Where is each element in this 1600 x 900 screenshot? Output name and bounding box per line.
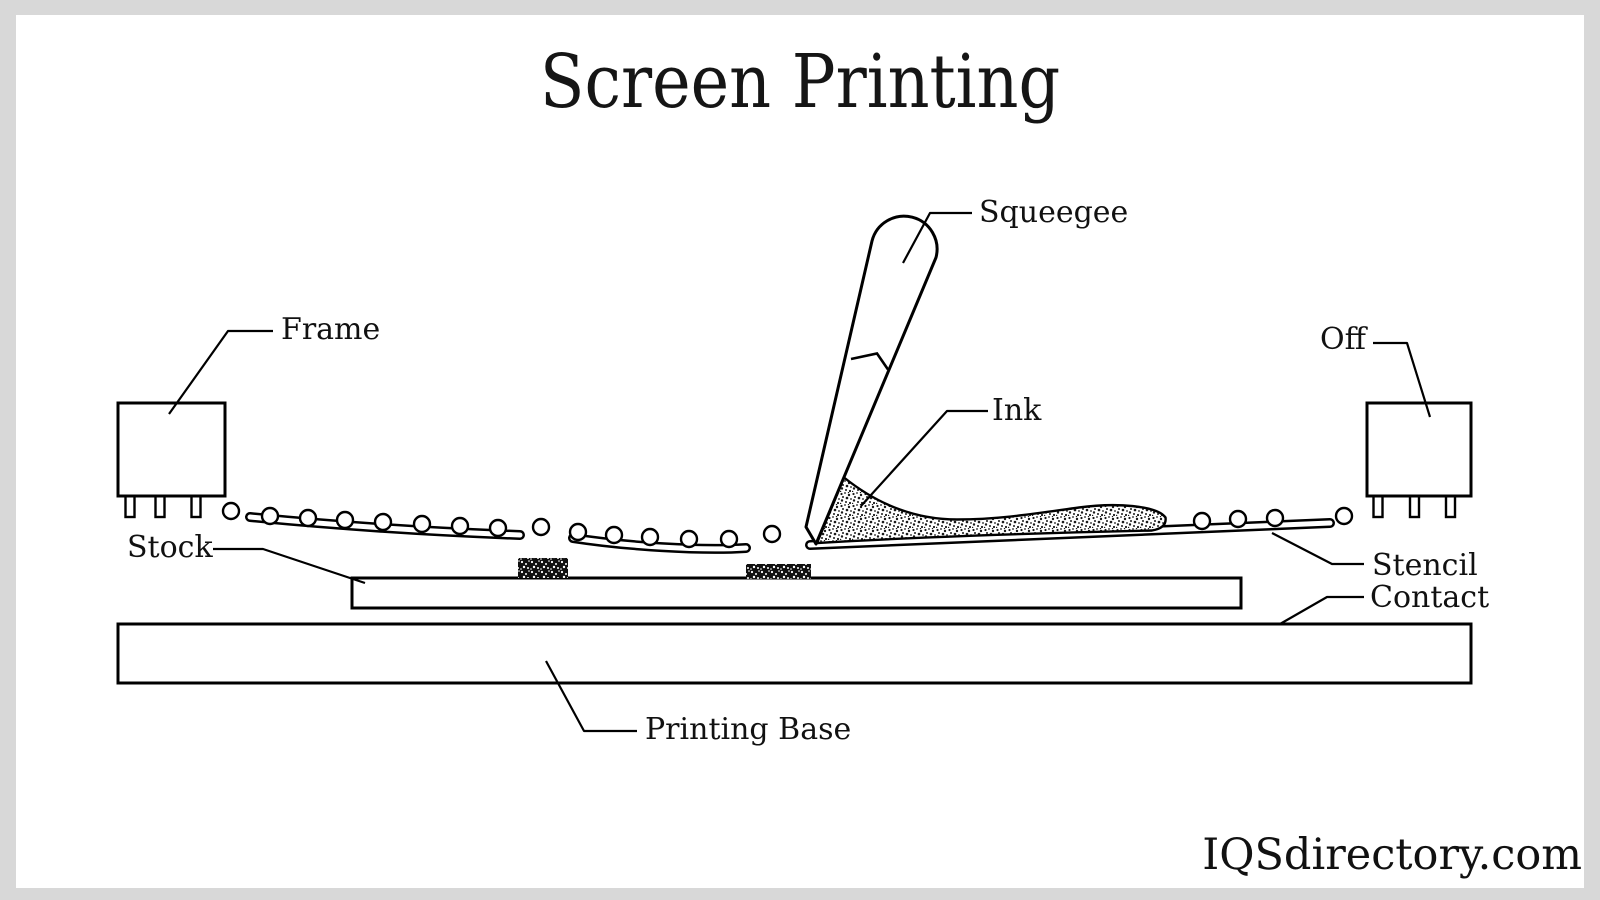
label-ink: Ink <box>992 393 1042 428</box>
printing-base-shape <box>116 622 1473 685</box>
ink-leader-line <box>860 409 988 507</box>
stock-leader-line <box>213 547 366 585</box>
off-block <box>1365 401 1473 519</box>
contact-leader-line <box>1279 595 1364 625</box>
off-leader-line <box>1373 341 1432 418</box>
label-stencil: Stencil <box>1372 548 1478 583</box>
label-squeegee: Squeegee <box>979 195 1129 230</box>
mesh-dots <box>221 501 1354 549</box>
label-stock: Stock <box>127 530 213 565</box>
print-mark-right <box>746 564 811 579</box>
squeegee-leader-line <box>902 211 972 264</box>
label-frame: Frame <box>281 312 381 347</box>
diagram-canvas <box>16 15 1584 888</box>
label-contact: Contact <box>1370 580 1490 615</box>
stencil-leader-line <box>1271 532 1364 566</box>
label-off: Off <box>1320 322 1366 357</box>
squeegee-shape <box>804 214 939 546</box>
ink-blob <box>815 475 1167 545</box>
frame-block <box>116 401 227 519</box>
frame-leader-line <box>168 329 273 415</box>
screen-strip-middle <box>568 533 751 554</box>
watermark-text: IQSdirectory.com <box>1202 830 1582 880</box>
squeegee-blade-joint <box>850 352 890 371</box>
printing-base-leader-line <box>545 660 637 733</box>
stock-shape <box>350 576 1243 610</box>
print-mark-left <box>518 558 568 578</box>
page-title: Screen Printing <box>539 39 1061 125</box>
label-printing-base: Printing Base <box>645 712 852 747</box>
screen-strip-right <box>805 518 1335 550</box>
